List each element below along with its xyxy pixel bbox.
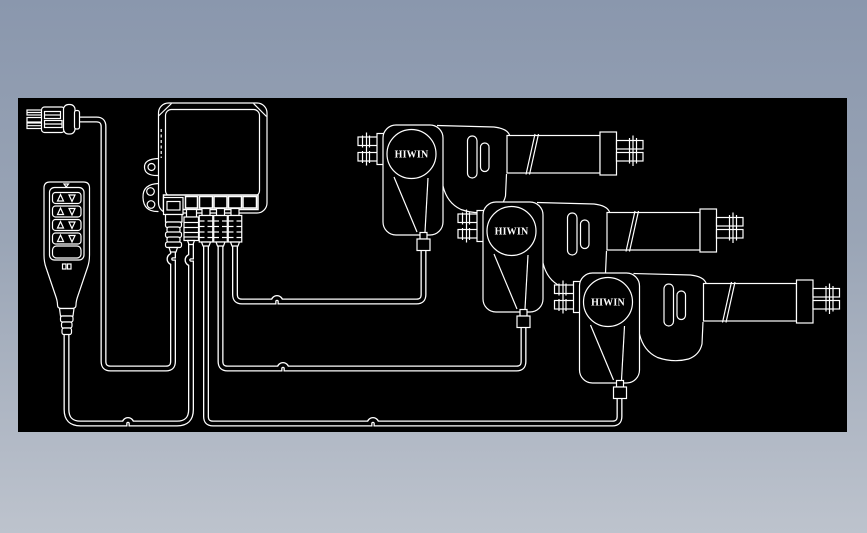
up-arrow-button: [56, 220, 65, 229]
down-arrow-button: [68, 207, 76, 217]
keypad-panel: [48, 186, 85, 261]
handset-plug: [183, 208, 200, 246]
plug-body: [40, 106, 66, 134]
up-arrow-button: [56, 193, 65, 202]
actuator-3-cable: [203, 244, 623, 427]
socket-cell: [227, 195, 243, 209]
linear-actuator-3: [553, 272, 841, 400]
plug-collar: [62, 103, 76, 135]
wide-button: [51, 245, 82, 259]
actuator-2-cable: [217, 244, 527, 372]
control-box-body: [157, 102, 268, 214]
socket-cell: [213, 195, 228, 209]
up-arrow-button: [56, 233, 65, 243]
handset-cable: [63, 243, 194, 427]
hiwin-logo-2: HIWIN: [495, 227, 529, 238]
actuator-plug-1: [198, 207, 214, 247]
handset-detail-mark: [61, 263, 67, 270]
socket-strip: [162, 194, 259, 216]
drawing-area: HIWIN HIWIN HIWIN: [18, 98, 847, 432]
down-arrow-button: [68, 234, 76, 244]
socket-cell: [184, 195, 199, 209]
down-arrow-button: [68, 194, 76, 203]
down-arrow-button: [68, 221, 76, 230]
mounting-lug-top: [143, 157, 159, 177]
power-plug: [26, 103, 81, 135]
remote-handset: [43, 181, 91, 336]
actuator-1-cable: [232, 244, 427, 305]
handset-detail-mark: [66, 263, 72, 270]
keypad-row-3: [51, 218, 82, 232]
handset-body: [43, 181, 91, 310]
mounting-lug-bottom: [142, 182, 159, 213]
actuator-plug-2: [213, 207, 228, 247]
power-cord-cable: [79, 116, 176, 372]
socket-cell: [198, 195, 214, 209]
hiwin-logo-1: HIWIN: [395, 150, 429, 161]
keypad-row-1: [51, 191, 82, 205]
keypad-row-4: [51, 232, 82, 245]
up-arrow-button: [56, 206, 65, 216]
actuator-plug-3: [227, 207, 243, 247]
handset-top-mark: [62, 183, 70, 189]
socket-cell: [242, 195, 258, 209]
control-box: [142, 102, 268, 253]
handset-strain-relief: [58, 307, 75, 336]
power-inlet-strain-relief: [164, 213, 183, 253]
hiwin-logo-3: HIWIN: [591, 298, 625, 309]
wiring-diagram: HIWIN HIWIN HIWIN: [26, 102, 841, 427]
keypad-row-2: [51, 205, 82, 218]
